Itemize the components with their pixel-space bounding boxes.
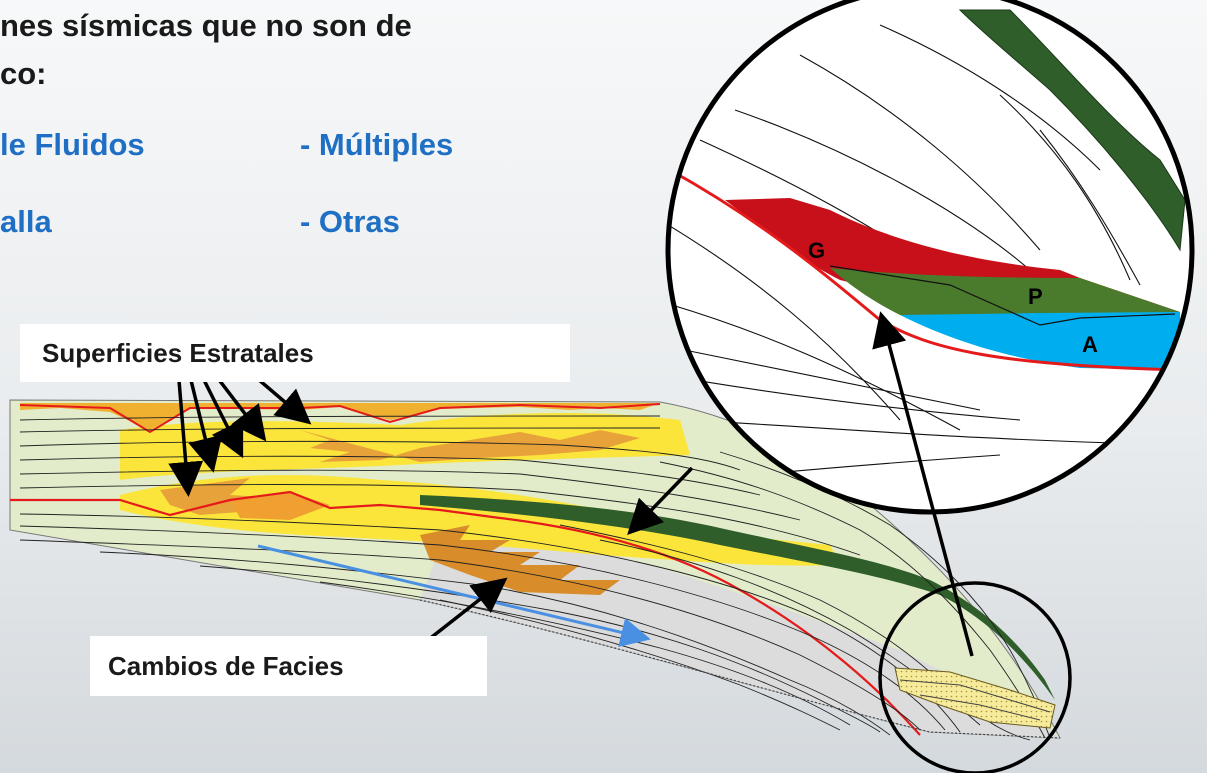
arrow-small-to-lens xyxy=(872,311,974,657)
zoom-lens: G P A xyxy=(665,0,1195,515)
arrow-lens-to-section xyxy=(627,466,694,536)
arrow-cambios xyxy=(426,577,508,642)
letter-water: A xyxy=(1082,332,1098,357)
lens-shale-band xyxy=(958,9,1186,252)
letter-oil: P xyxy=(1028,284,1043,309)
small-zoom-circle xyxy=(878,581,1072,773)
heading-line-2: co: xyxy=(0,56,47,91)
water-layer xyxy=(900,312,1180,370)
cambios-text: Cambios de Facies xyxy=(108,650,344,681)
facies-wedge-lower xyxy=(420,525,620,595)
superficies-text: Superficies Estratales xyxy=(42,337,314,368)
red-horizon-top xyxy=(19,403,661,434)
bullet-fluidos: le Fluidos xyxy=(0,127,145,162)
zoom-lens-rim xyxy=(665,0,1195,515)
letter-gas: G xyxy=(808,238,825,263)
oil-layer xyxy=(830,268,1180,318)
small-reservoir-lines xyxy=(899,679,1051,721)
facies-wedge-upper xyxy=(300,430,640,462)
bullet-falla: alla xyxy=(0,204,52,239)
superficies-estratales-label: Superficies Estratales xyxy=(20,324,570,382)
basal-edge xyxy=(419,599,1061,739)
bullet-multiples: - Múltiples xyxy=(300,127,454,162)
contact-lines xyxy=(829,265,1176,326)
blue-direction-arrow xyxy=(257,544,651,648)
slide-heading: nes sísmicas que no son de co: xyxy=(0,2,412,98)
red-horizon-middle xyxy=(10,490,921,736)
arrow-superficies-2 xyxy=(186,367,223,473)
arrow-superficies-1 xyxy=(168,367,204,497)
bullet-otras: - Otras xyxy=(300,204,400,239)
shale-strip xyxy=(420,495,1055,700)
heading-line-1: nes sísmicas que no son de xyxy=(0,8,412,43)
cambios-de-facies-label: Cambios de Facies xyxy=(90,636,487,696)
